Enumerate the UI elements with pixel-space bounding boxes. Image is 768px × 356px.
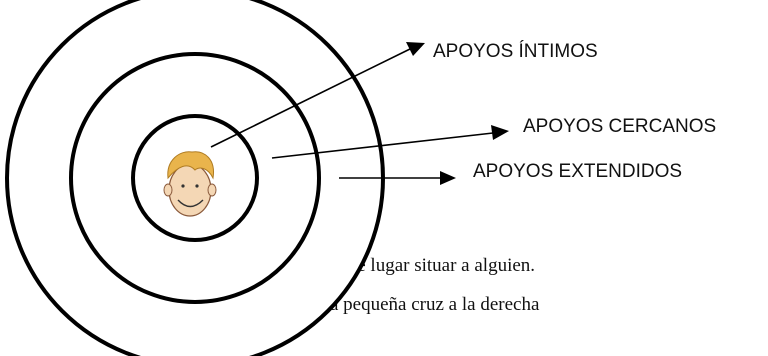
arrow-extended: [339, 171, 456, 185]
label-close-supports: APOYOS CERCANOS: [523, 116, 716, 137]
body-text-line2-right: a pequeña cruz a la derecha: [330, 294, 540, 315]
body-text-line1-right: n qué lugar situar a alguien.: [324, 255, 535, 276]
person-face-icon: [163, 151, 217, 217]
arrow-intimate: [210, 42, 425, 148]
arrow-close: [271, 125, 509, 159]
label-intimate-supports: APOYOS ÍNTIMOS: [433, 41, 598, 62]
label-extended-supports: APOYOS EXTENDIDOS: [473, 161, 682, 182]
